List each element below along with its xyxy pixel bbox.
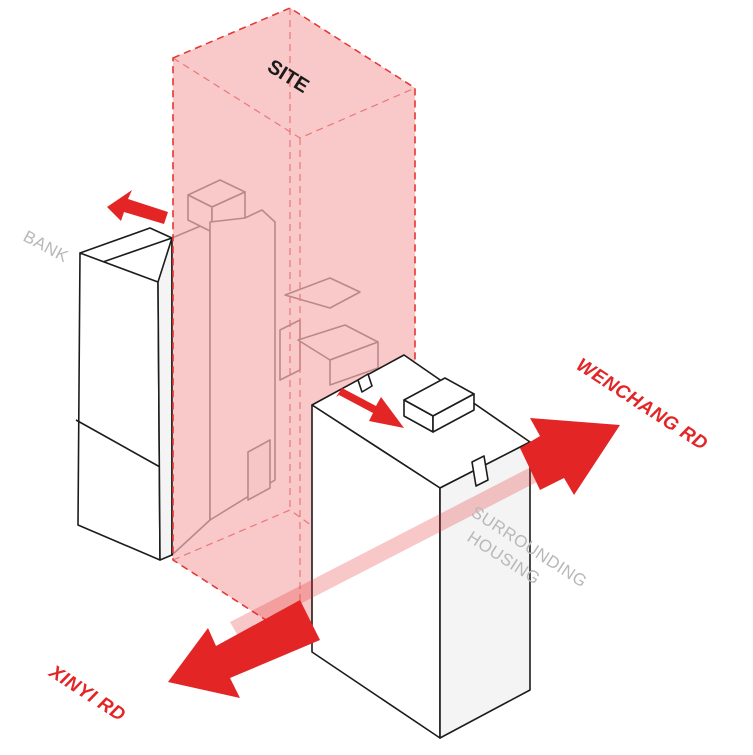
xinyi-rd-label: XINYI RD <box>44 661 129 726</box>
road-corridor-arrow <box>230 452 568 636</box>
surrounding-housing-building <box>311 354 531 739</box>
xinyi-rd-arrowhead <box>168 600 320 698</box>
bank-label: BANK <box>20 227 72 267</box>
site-entry-arrow <box>336 388 404 428</box>
wenchang-rd-arrowhead <box>520 418 620 495</box>
bank-access-arrow <box>107 190 168 224</box>
bank-building <box>75 227 173 561</box>
